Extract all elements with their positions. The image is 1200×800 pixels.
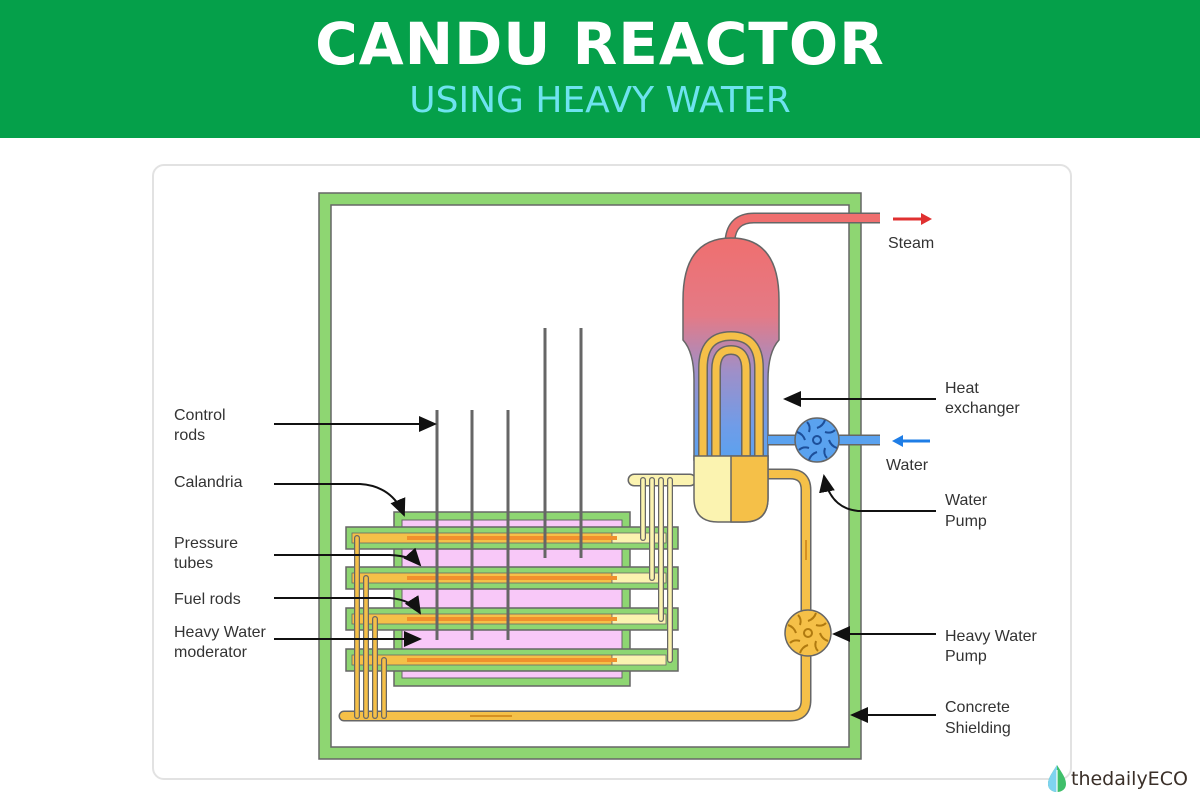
label-steam: Steam xyxy=(888,235,934,252)
leaf-drop-icon xyxy=(1048,765,1066,793)
water-pump xyxy=(768,417,880,463)
label-water: Water xyxy=(886,457,929,474)
pressure-tube xyxy=(345,566,679,590)
leader-pressure-tubes xyxy=(274,547,422,567)
heavy-water-loop xyxy=(338,468,812,722)
pressure-tube xyxy=(345,607,679,631)
water-arrowhead-icon xyxy=(892,435,903,447)
pressure-tubes xyxy=(345,526,679,672)
brand-name: thedailyECO xyxy=(1071,768,1188,790)
leader-water-pump xyxy=(819,474,936,512)
steam-arrowhead-icon xyxy=(921,213,932,225)
steam-generator xyxy=(682,212,880,523)
inlet-feeders xyxy=(354,535,387,719)
control-rods xyxy=(435,328,583,640)
pressure-tube xyxy=(345,648,679,672)
brand-logo: thedailyECO xyxy=(1046,764,1188,794)
fuel-rod xyxy=(407,536,617,540)
label-calandria: Calandria xyxy=(174,474,243,491)
pressure-tube xyxy=(345,526,679,550)
leader-calandria xyxy=(274,483,406,517)
fuel-rod xyxy=(407,617,617,621)
fuel-rod xyxy=(407,658,617,662)
heavy-water-pump xyxy=(784,609,832,657)
page-subtitle: USING HEAVY WATER xyxy=(409,80,791,121)
leader-fuel-rods xyxy=(274,595,422,615)
outlet-feeders xyxy=(627,473,697,663)
label-fuel-rods: Fuel rods xyxy=(174,591,241,608)
fuel-rod xyxy=(407,576,617,580)
leader-lines xyxy=(274,391,936,723)
header-banner: CANDU REACTOR USING HEAVY WATER xyxy=(0,0,1200,138)
page-title: CANDU REACTOR xyxy=(315,10,885,78)
